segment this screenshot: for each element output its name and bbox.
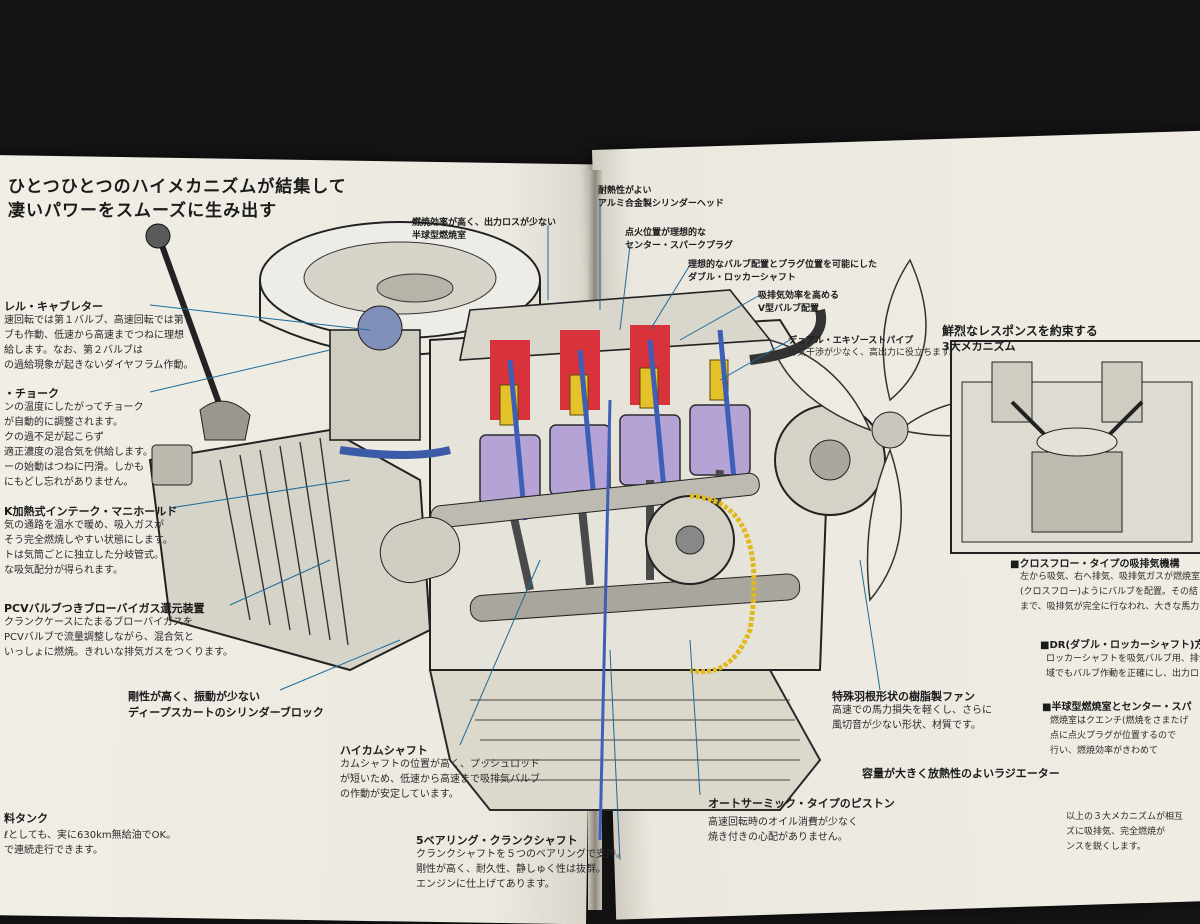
valve-label: 吸排気効率を高める	[758, 291, 840, 301]
head-label: 耐熱性がよい	[598, 186, 652, 196]
chamber-label: 燃焼効率が高く、出力ロスが少ない	[412, 218, 557, 228]
exhaust-body: 排気干渉が少なく、高出力に役立ちます。	[788, 348, 959, 358]
plug-label: 点火位置が理想的な	[625, 228, 707, 238]
piston-label: オートサーミック・タイプのピストン	[708, 797, 895, 810]
block-label-2: ディープスカートのシリンダーブロック	[128, 706, 324, 719]
piston-body: 高速回転時のオイル消費が少なく 焼き付きの心配がありません。	[708, 817, 858, 843]
carb-body: 速回転では第１バルブ、高速回転では第２ ブも作動、低速から高速までつねに理想 給…	[4, 315, 194, 371]
intake-label: K加熱式インテーク・マニホールド	[4, 505, 178, 518]
timing-chain	[689, 493, 757, 675]
hemi-body: 燃焼室はクエンチ(燃焼をさまたげ 点に点火プラグが位置するので 行い、燃焼効率が…	[1050, 716, 1189, 756]
head-label-2: アルミ合金製シリンダーヘッド	[598, 199, 724, 209]
dr-body: ロッカーシャフトを吸気バルブ用、排気 域でもバルブ作動を正確にし、出力ロ	[1046, 654, 1200, 679]
three-mechanisms-inset	[950, 340, 1200, 554]
inset-title-2: 3大メカニズム	[942, 340, 1016, 353]
cam-body: カムシャフトの位置が高く、プッシュロッド が短いため、低速から高速まで吸排気バル…	[340, 759, 540, 800]
crossflow-body: 左から吸気、右へ排気、吸排気ガスが燃焼室を (クロスフロー)ようにバルブを配置。…	[1020, 572, 1200, 612]
plug-label-2: センター・スパークプラグ	[625, 241, 734, 251]
inset-title-1: 鮮烈なレスポンスを約束する	[942, 324, 1098, 338]
intake-manifold	[339, 446, 451, 459]
pcv-label: PCVバルブつきブローバイガス還元装置	[4, 602, 205, 615]
carb-label: レル・キャブレター	[4, 300, 103, 313]
headline-line-1: ひとつひとつのハイメカニズムが結集して	[8, 177, 347, 197]
block-label: 剛性が高く、振動が少ない	[128, 690, 260, 703]
dipstick	[598, 399, 612, 841]
pcv-body: クランクケースにたまるブローバイガスを PCVバルブで流量調整しながら、混合気と…	[4, 617, 233, 658]
choke-label: ・チョーク	[4, 387, 59, 400]
exhaust-label: デュアル・エキゾーストパイプ	[788, 336, 914, 346]
intake-body: 気の通路を温水で暖め、吸入ガスが そう完全燃焼しやすい状態にします。 トは気筒ご…	[4, 520, 173, 576]
crossflow-label: ■クロスフロー・タイプの吸排気機構	[1010, 559, 1180, 570]
transmission-flange	[151, 444, 193, 486]
rocker-label: 理想的なバルブ配置とプラグ位置を可能にした	[688, 260, 878, 270]
fan-body: 高速での馬力損失を軽くし、さらに 風切音が少ない形状、材質です。	[832, 705, 992, 731]
shift-knob	[145, 223, 171, 249]
tank-body: ℓとしても、実に630km無給油でOK。 で連続走行できます。	[4, 830, 177, 856]
crank-label: 5ベアリング・クランクシャフト	[416, 834, 578, 847]
hemi-label: ■半球型燃焼室とセンター・スパ	[1042, 702, 1192, 713]
valve-label-2: V型バルブ配置	[758, 304, 819, 314]
rocker-label-2: ダブル・ロッカーシャフト	[688, 273, 796, 283]
chamber-label-2: 半球型燃焼室	[412, 231, 467, 241]
summary-body: 以上の３大メカニズムが相互 ズに吸排気、完全燃焼が ンスを鋭くします。	[1066, 812, 1184, 852]
cam-label: ハイカムシャフト	[340, 744, 428, 757]
headline-line-2: 凄いパワーをスムーズに生み出す	[8, 201, 278, 221]
choke-body: ンの温度にしたがってチョーク が自動的に調整されます。 クの過不足が起こらず 適…	[4, 402, 153, 488]
pistons	[479, 404, 751, 506]
crank-body: クランクシャフトを５つのベアリングで支持。 剛性が高く、耐久性、静しゅく性は抜群…	[416, 849, 626, 890]
fan-label: 特殊羽根形状の樹脂製ファン	[832, 690, 975, 703]
radiator-label: 容量が大きく放熱性のよいラジエーター	[862, 767, 1060, 780]
dr-label: ■DR(ダブル・ロッカーシャフト)方	[1040, 640, 1200, 651]
engine-cutaway-illustration	[145, 221, 1030, 841]
tank-label: 料タンク	[4, 812, 48, 825]
starter-motor	[379, 516, 461, 584]
